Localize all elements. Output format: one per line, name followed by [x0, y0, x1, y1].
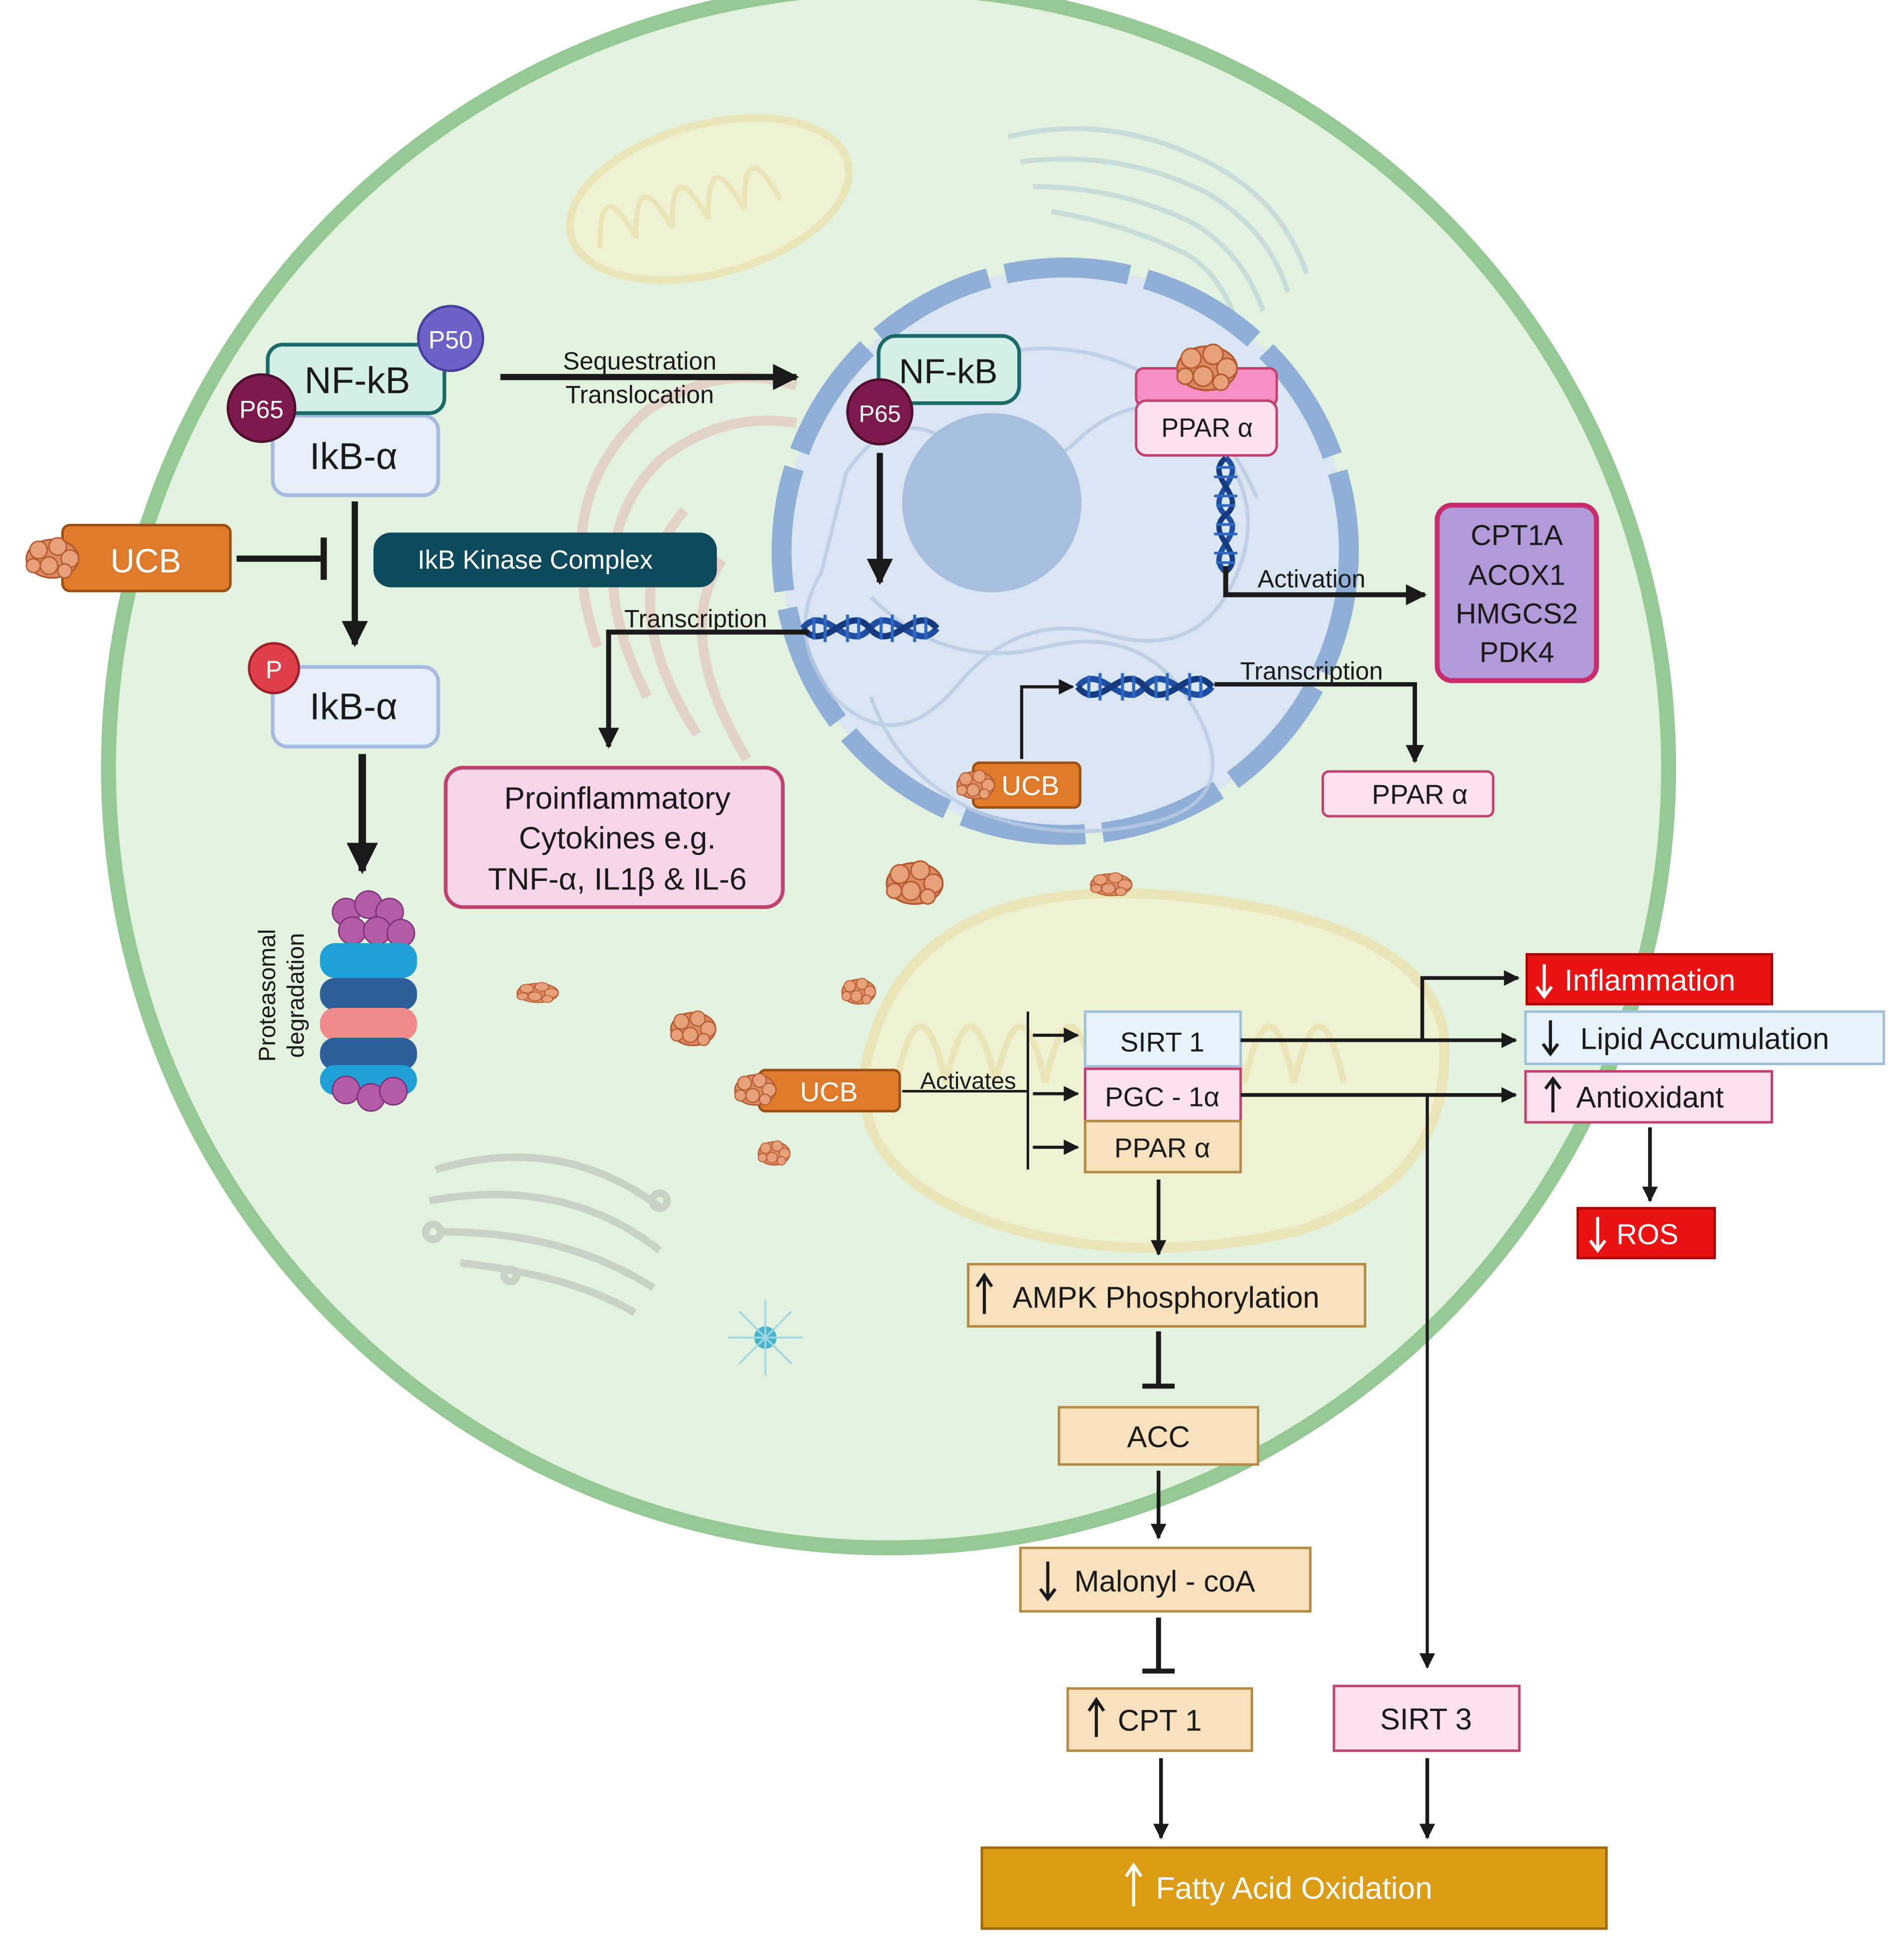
up-arrow-icon [1125, 1862, 1143, 1907]
ucb-label-activates: UCB [800, 1076, 858, 1107]
activation-label: Activation [1258, 565, 1366, 593]
nuclear-envelope [771, 257, 1359, 845]
up-arrow-icon [1087, 1697, 1105, 1737]
gene-hmgcs2: HMGCS2 [1455, 598, 1578, 630]
pgc-label: PGC - 1α [1105, 1081, 1219, 1112]
up-arrow-icon [1544, 1076, 1562, 1112]
degradation-label: degradation [283, 933, 309, 1058]
ampk-label: AMPK Phosphorylation [1013, 1281, 1320, 1314]
activation-arrow [1223, 566, 1427, 606]
pgc-box [1083, 1067, 1242, 1122]
sirt3-box [1332, 1685, 1521, 1752]
ucb-to-dna-arrow [1020, 679, 1074, 759]
down-arrow-icon [1039, 1561, 1057, 1602]
cytokines-line1: Proinflammatory [504, 781, 731, 816]
target-genes-box [1434, 502, 1599, 683]
nfkb-nucleus-box [876, 334, 1021, 405]
ppar-mito-label: PPAR α [1114, 1132, 1210, 1163]
ros-box [1576, 1207, 1716, 1259]
p50-label: P50 [429, 326, 473, 354]
inflammation-box [1525, 953, 1774, 1005]
endoplasmic-reticulum-icon [1007, 126, 1309, 331]
gene-acox1: ACOX1 [1468, 559, 1565, 591]
ampk-box [966, 1263, 1367, 1328]
transcription-label-2: Transcription [1240, 657, 1383, 685]
malonyl-label: Malonyl - coA [1074, 1565, 1255, 1598]
down-arrow-icon [1535, 964, 1553, 999]
gene-pdk4: PDK4 [1479, 636, 1554, 668]
ucb-label-nucleus: UCB [1001, 770, 1059, 801]
down-arrow-icon [1589, 1217, 1607, 1253]
ikb-kinase-box [373, 532, 717, 588]
translocation-label: Translocation [566, 381, 714, 409]
p65-nucleus-label: P65 [859, 401, 901, 427]
cytokines-line2: Cytokines e.g. [519, 821, 716, 856]
nfkb-label: NF-kB [304, 360, 410, 401]
lipid-label: Lipid Accumulation [1580, 1022, 1829, 1055]
cytokines-box [444, 765, 785, 909]
p50-badge [417, 305, 484, 372]
transcription-arrow-ppar [1214, 682, 1424, 763]
ppar-receptor-label: PPAR α [1161, 414, 1253, 443]
ppar-mito-box [1083, 1119, 1242, 1174]
acc-label: ACC [1127, 1420, 1190, 1454]
nucleolus [902, 413, 1081, 593]
p65-nucleus-badge [846, 378, 914, 446]
cytokines-line3: TNF-α, IL1β & IL-6 [488, 862, 747, 897]
fao-label: Fatty Acid Oxidation [1156, 1871, 1432, 1906]
gene-cpt1a: CPT1A [1471, 519, 1563, 551]
fao-box [980, 1846, 1608, 1930]
activates-label: Activates [920, 1068, 1016, 1094]
phosphate-badge [247, 642, 300, 695]
sirt1-label: SIRT 1 [1120, 1026, 1204, 1057]
nfkb-nucleus-label: NF-kB [899, 352, 997, 391]
phosphate-label: P [266, 656, 282, 684]
ikb-alpha-phospho-label: IkB-α [310, 685, 398, 727]
transcription-arrow-cytokines [598, 629, 809, 749]
sirt3-label: SIRT 3 [1380, 1703, 1472, 1736]
ppar-product-label: PPAR α [1372, 779, 1468, 810]
acc-box [1058, 1406, 1260, 1466]
proteasomal-label: Proteasomal [254, 929, 281, 1062]
centrosome-icon [728, 1300, 803, 1375]
sirt1-box [1083, 1010, 1242, 1068]
ikb-alpha-box [270, 413, 440, 497]
ros-label: ROS [1617, 1219, 1679, 1251]
malonyl-box [1019, 1546, 1312, 1613]
antioxidant-label: Antioxidant [1576, 1081, 1724, 1114]
transcription-label-1: Transcription [624, 605, 767, 632]
ppar-product-box [1321, 770, 1495, 818]
ucb-label-left: UCB [111, 542, 181, 580]
p65-badge [227, 373, 297, 443]
sequestration-label: Sequestration [563, 347, 716, 375]
proteasome-icon [320, 890, 417, 1112]
ikb-alpha-label: IkB-α [310, 435, 398, 477]
sirt1-to-inflammation [1420, 970, 1520, 1040]
golgi-icon [422, 1153, 671, 1316]
ppar-receptor-box [1135, 399, 1278, 457]
lipid-box [1524, 1010, 1886, 1065]
up-arrow-icon [975, 1272, 993, 1314]
inflammation-label: Inflammation [1564, 964, 1735, 997]
down-arrow-icon [1542, 1020, 1559, 1057]
cpt1-box [1066, 1687, 1253, 1752]
antioxidant-box [1524, 1070, 1774, 1124]
ikb-kinase-label: IkB Kinase Complex [418, 546, 653, 575]
p65-label: P65 [239, 396, 284, 424]
ikb-alpha-phospho-box [270, 665, 440, 748]
mitochondrion-icon [566, 114, 853, 284]
cpt1-label: CPT 1 [1118, 1704, 1202, 1737]
